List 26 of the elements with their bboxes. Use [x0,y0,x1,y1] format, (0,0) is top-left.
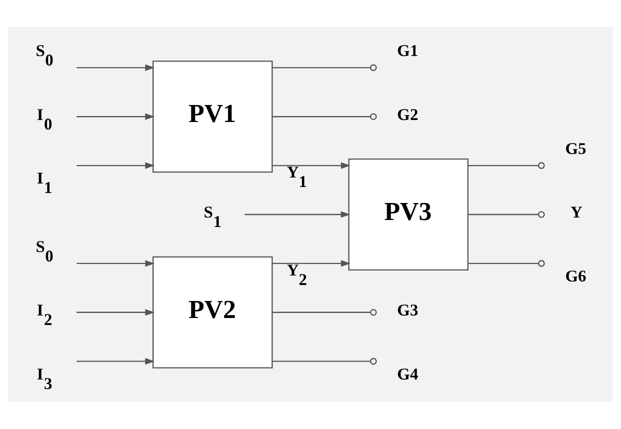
arrow [76,162,155,169]
node-box: PV2 [152,256,273,368]
node-text: Y [570,202,582,222]
connector [272,64,377,72]
connector [468,162,545,169]
connector [468,211,545,218]
connector [272,308,377,316]
node-text: G6 [565,266,586,286]
arrow [76,260,155,267]
node-text: G1 [397,41,418,60]
arrow [272,162,350,169]
connector [272,113,377,120]
arrow [244,211,350,218]
arrow [76,64,155,71]
node-text: G4 [397,364,418,384]
arrow [76,358,155,365]
node-text: G2 [397,104,418,124]
node-box: PV3 [348,158,469,271]
node-box: PV1 [152,60,273,173]
connector [468,260,545,267]
arrow [272,260,350,267]
node-text: G3 [397,300,418,320]
connector [272,358,377,365]
arrow [76,309,155,316]
node-text: G5 [565,139,586,158]
arrow [76,113,155,120]
